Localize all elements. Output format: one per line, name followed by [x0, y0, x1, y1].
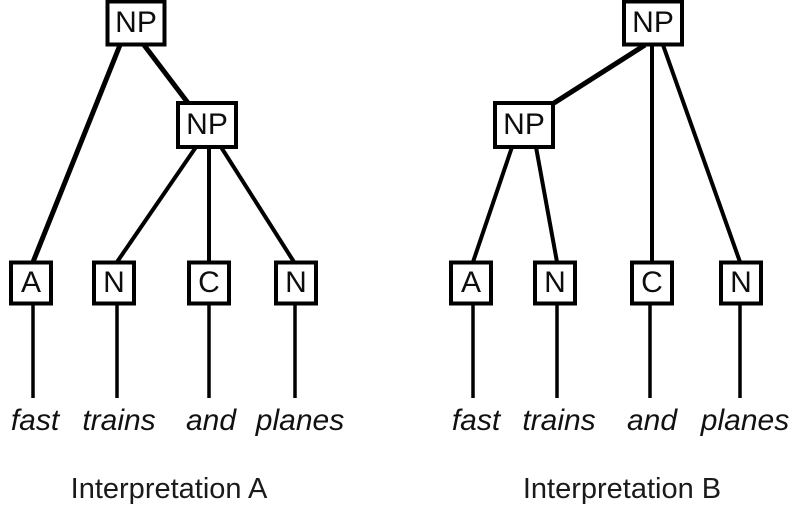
tree-edge-b-root-to-b-l4 — [661, 44, 742, 263]
node-label-b-np2: NP — [503, 108, 545, 141]
tree-edge-a-np2-to-a-l2 — [115, 145, 198, 264]
node-box-b-l4[interactable] — [719, 260, 763, 306]
tree-edge-a-root-to-a-np2 — [142, 43, 190, 105]
leaf-word-trains: trains — [522, 404, 595, 437]
node-box-a-l3[interactable] — [187, 260, 231, 306]
leaf-word-and: and — [627, 404, 678, 437]
node-label-a-l3: C — [198, 266, 220, 299]
caption-tree-a: Interpretation A — [71, 473, 268, 505]
node-label-b-l2: N — [544, 266, 566, 299]
node-box-a-np2[interactable] — [176, 101, 238, 149]
leaf-word-and: and — [186, 404, 237, 437]
tree-edge-b-np2-to-b-l1 — [471, 146, 514, 263]
leaf-word-planes: planes — [255, 404, 344, 437]
node-box-a-l1[interactable] — [9, 260, 53, 306]
node-label-b-l1: A — [461, 266, 481, 299]
node-label-b-l4: N — [730, 266, 752, 299]
node-label-a-np2: NP — [186, 108, 228, 141]
leaf-word-planes: planes — [700, 404, 789, 437]
node-box-a-l4[interactable] — [274, 260, 318, 306]
node-box-b-l2[interactable] — [533, 260, 577, 306]
node-label-b-l3: C — [641, 266, 663, 299]
tree-edge-a-np2-to-a-l4 — [219, 145, 296, 264]
node-box-b-l3[interactable] — [630, 260, 674, 306]
leaf-word-fast: fast — [452, 404, 502, 437]
node-box-b-root[interactable] — [622, 0, 684, 47]
node-label-a-l2: N — [103, 266, 125, 299]
node-label-a-l4: N — [285, 266, 307, 299]
tree-edge-a-root-to-a-l1 — [30, 44, 123, 263]
node-box-b-np2[interactable] — [493, 101, 555, 149]
node-label-b-root: NP — [632, 6, 674, 39]
node-box-b-l1[interactable] — [449, 260, 493, 306]
node-label-a-l1: A — [21, 266, 41, 299]
tree-edge-b-np2-to-b-l2 — [534, 146, 559, 263]
node-label-a-root: NP — [115, 6, 157, 39]
caption-tree-b: Interpretation B — [523, 473, 721, 505]
tree-edge-b-root-to-b-np2 — [552, 42, 647, 106]
node-box-a-l2[interactable] — [92, 260, 136, 306]
leaf-word-fast: fast — [11, 404, 61, 437]
node-box-a-root[interactable] — [105, 0, 167, 47]
leaf-word-trains: trains — [82, 404, 155, 437]
